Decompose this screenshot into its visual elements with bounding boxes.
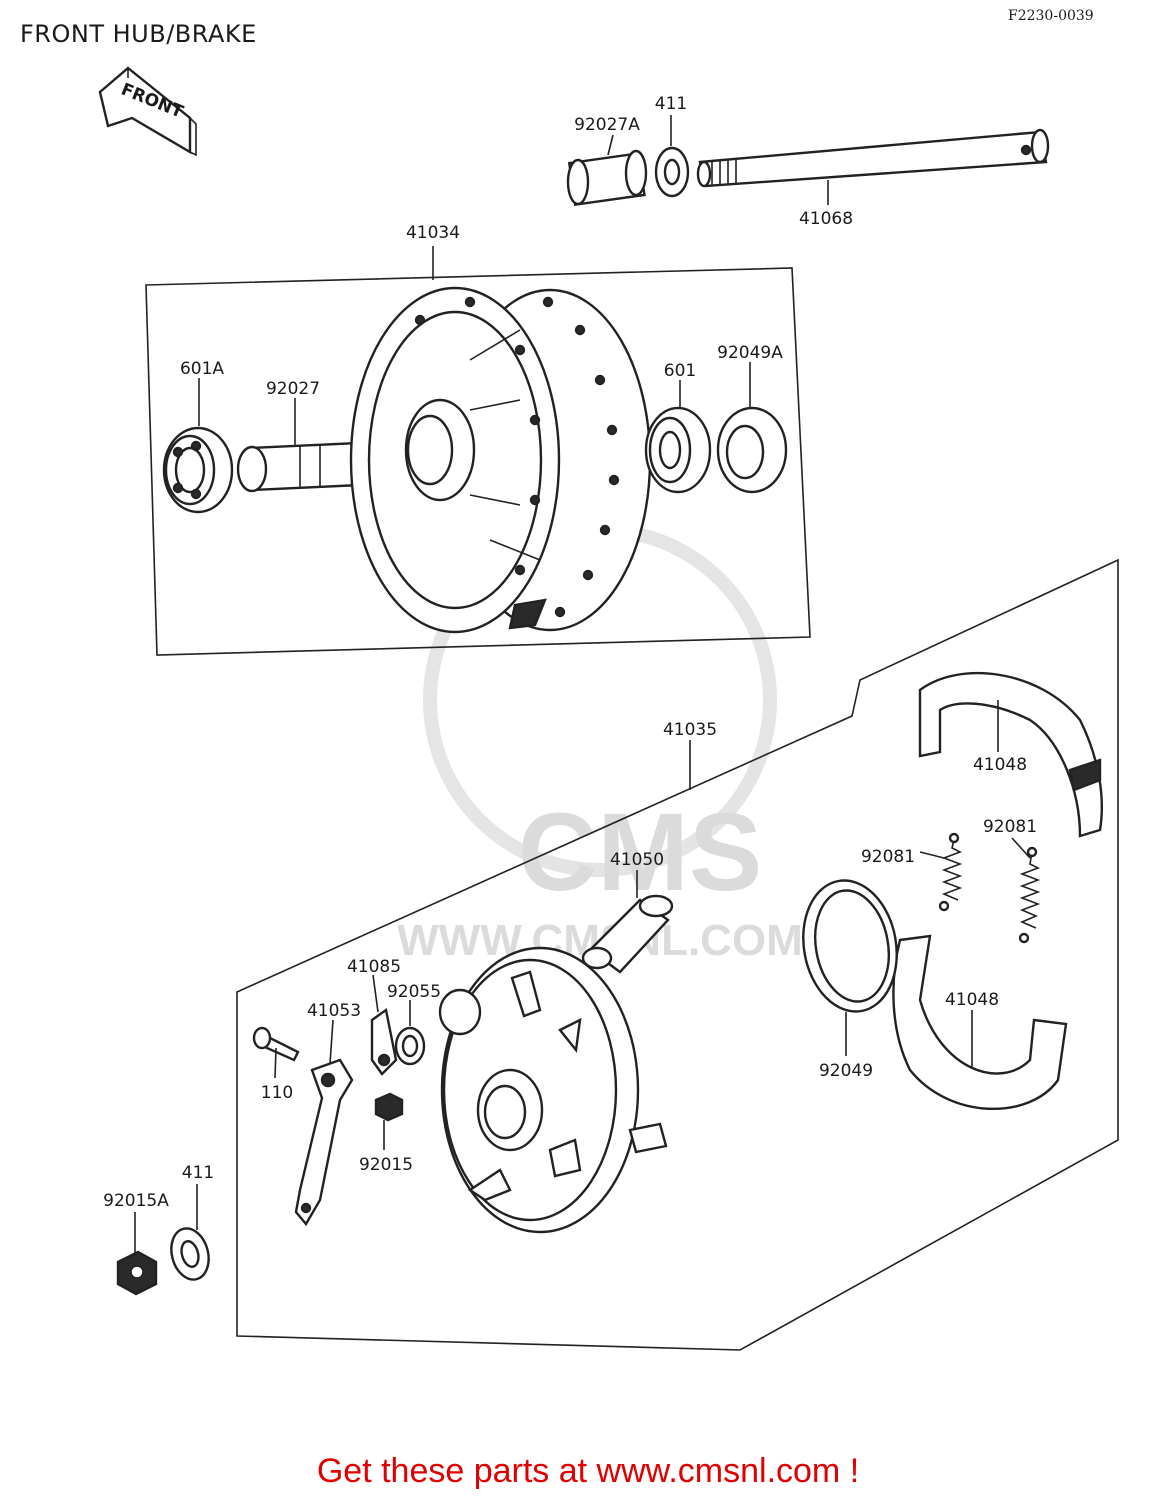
- part-label-411-top[interactable]: 411: [655, 94, 687, 114]
- nut-92015A: [116, 1250, 158, 1296]
- bolt-110: [252, 1026, 300, 1062]
- part-label-41050[interactable]: 41050: [610, 850, 664, 870]
- diagram-reference-code: F2230-0039: [1008, 8, 1094, 24]
- exploded-parts-diagram: CMS WWW.CMSNL.COM FRONT 9202: [98, 66, 1119, 1351]
- indicator-41085: [370, 1007, 398, 1076]
- part-label-41048-bottom[interactable]: 41048: [945, 990, 999, 1010]
- hub-assembly-box: 41034: [145, 223, 811, 656]
- brake-panel-plate: [438, 946, 668, 1234]
- bearing-601: [644, 406, 712, 494]
- part-label-92049A[interactable]: 92049A: [717, 343, 783, 363]
- brake-cam-41050: [581, 894, 674, 974]
- front-direction-arrow: FRONT: [98, 66, 197, 157]
- washer-411-top: [654, 146, 690, 198]
- spoke-holes: [414, 296, 620, 618]
- axle-group: 92027A 411 41068: [566, 94, 1050, 229]
- part-label-41048-top[interactable]: 41048: [973, 755, 1027, 775]
- page-title: FRONT HUB/BRAKE: [20, 20, 257, 48]
- part-label-92015A[interactable]: 92015A: [103, 1191, 169, 1211]
- part-label-92081-left[interactable]: 92081: [861, 847, 915, 867]
- part-label-41035[interactable]: 41035: [663, 720, 717, 740]
- footer-promo-link[interactable]: Get these parts at www.cmsnl.com !: [316, 1452, 860, 1490]
- part-label-92081-right[interactable]: 92081: [983, 817, 1037, 837]
- part-label-411-bottom[interactable]: 411: [182, 1163, 214, 1183]
- part-label-41053[interactable]: 41053: [307, 1001, 361, 1021]
- part-label-92055[interactable]: 92055: [387, 982, 441, 1002]
- bottom-left-parts: 92015A 411: [103, 1163, 214, 1296]
- washer-411-bottom: [170, 1227, 210, 1281]
- part-label-92027A[interactable]: 92027A: [574, 115, 640, 135]
- collar-92027A: [566, 149, 648, 207]
- brake-panel-box: 41035 41048 92081 92081 41050: [236, 558, 1119, 1351]
- part-label-110[interactable]: 110: [261, 1083, 293, 1103]
- brake-shoe-41048-top: [918, 671, 1103, 838]
- part-label-92049[interactable]: 92049: [819, 1061, 873, 1081]
- part-label-92015[interactable]: 92015: [359, 1155, 413, 1175]
- part-label-41068[interactable]: 41068: [799, 209, 853, 229]
- part-label-41034[interactable]: 41034: [406, 223, 460, 243]
- part-label-92027[interactable]: 92027: [266, 379, 320, 399]
- spring-92081-right: [1018, 846, 1041, 944]
- brake-lever-41053: [294, 1058, 354, 1227]
- axle-41068: [696, 128, 1050, 188]
- part-label-41085[interactable]: 41085: [347, 957, 401, 977]
- part-label-601[interactable]: 601: [664, 361, 696, 381]
- seal-92049: [802, 879, 898, 1013]
- bearing-601A: [162, 426, 234, 514]
- hub-drum: [349, 286, 652, 634]
- nut-92015: [374, 1092, 404, 1122]
- brake-shoe-41048-bottom: [892, 934, 1068, 1110]
- oil-seal-92049A: [716, 406, 788, 494]
- part-label-601A[interactable]: 601A: [180, 359, 224, 379]
- seal-92055: [394, 1026, 426, 1066]
- spring-92081-left: [938, 832, 963, 912]
